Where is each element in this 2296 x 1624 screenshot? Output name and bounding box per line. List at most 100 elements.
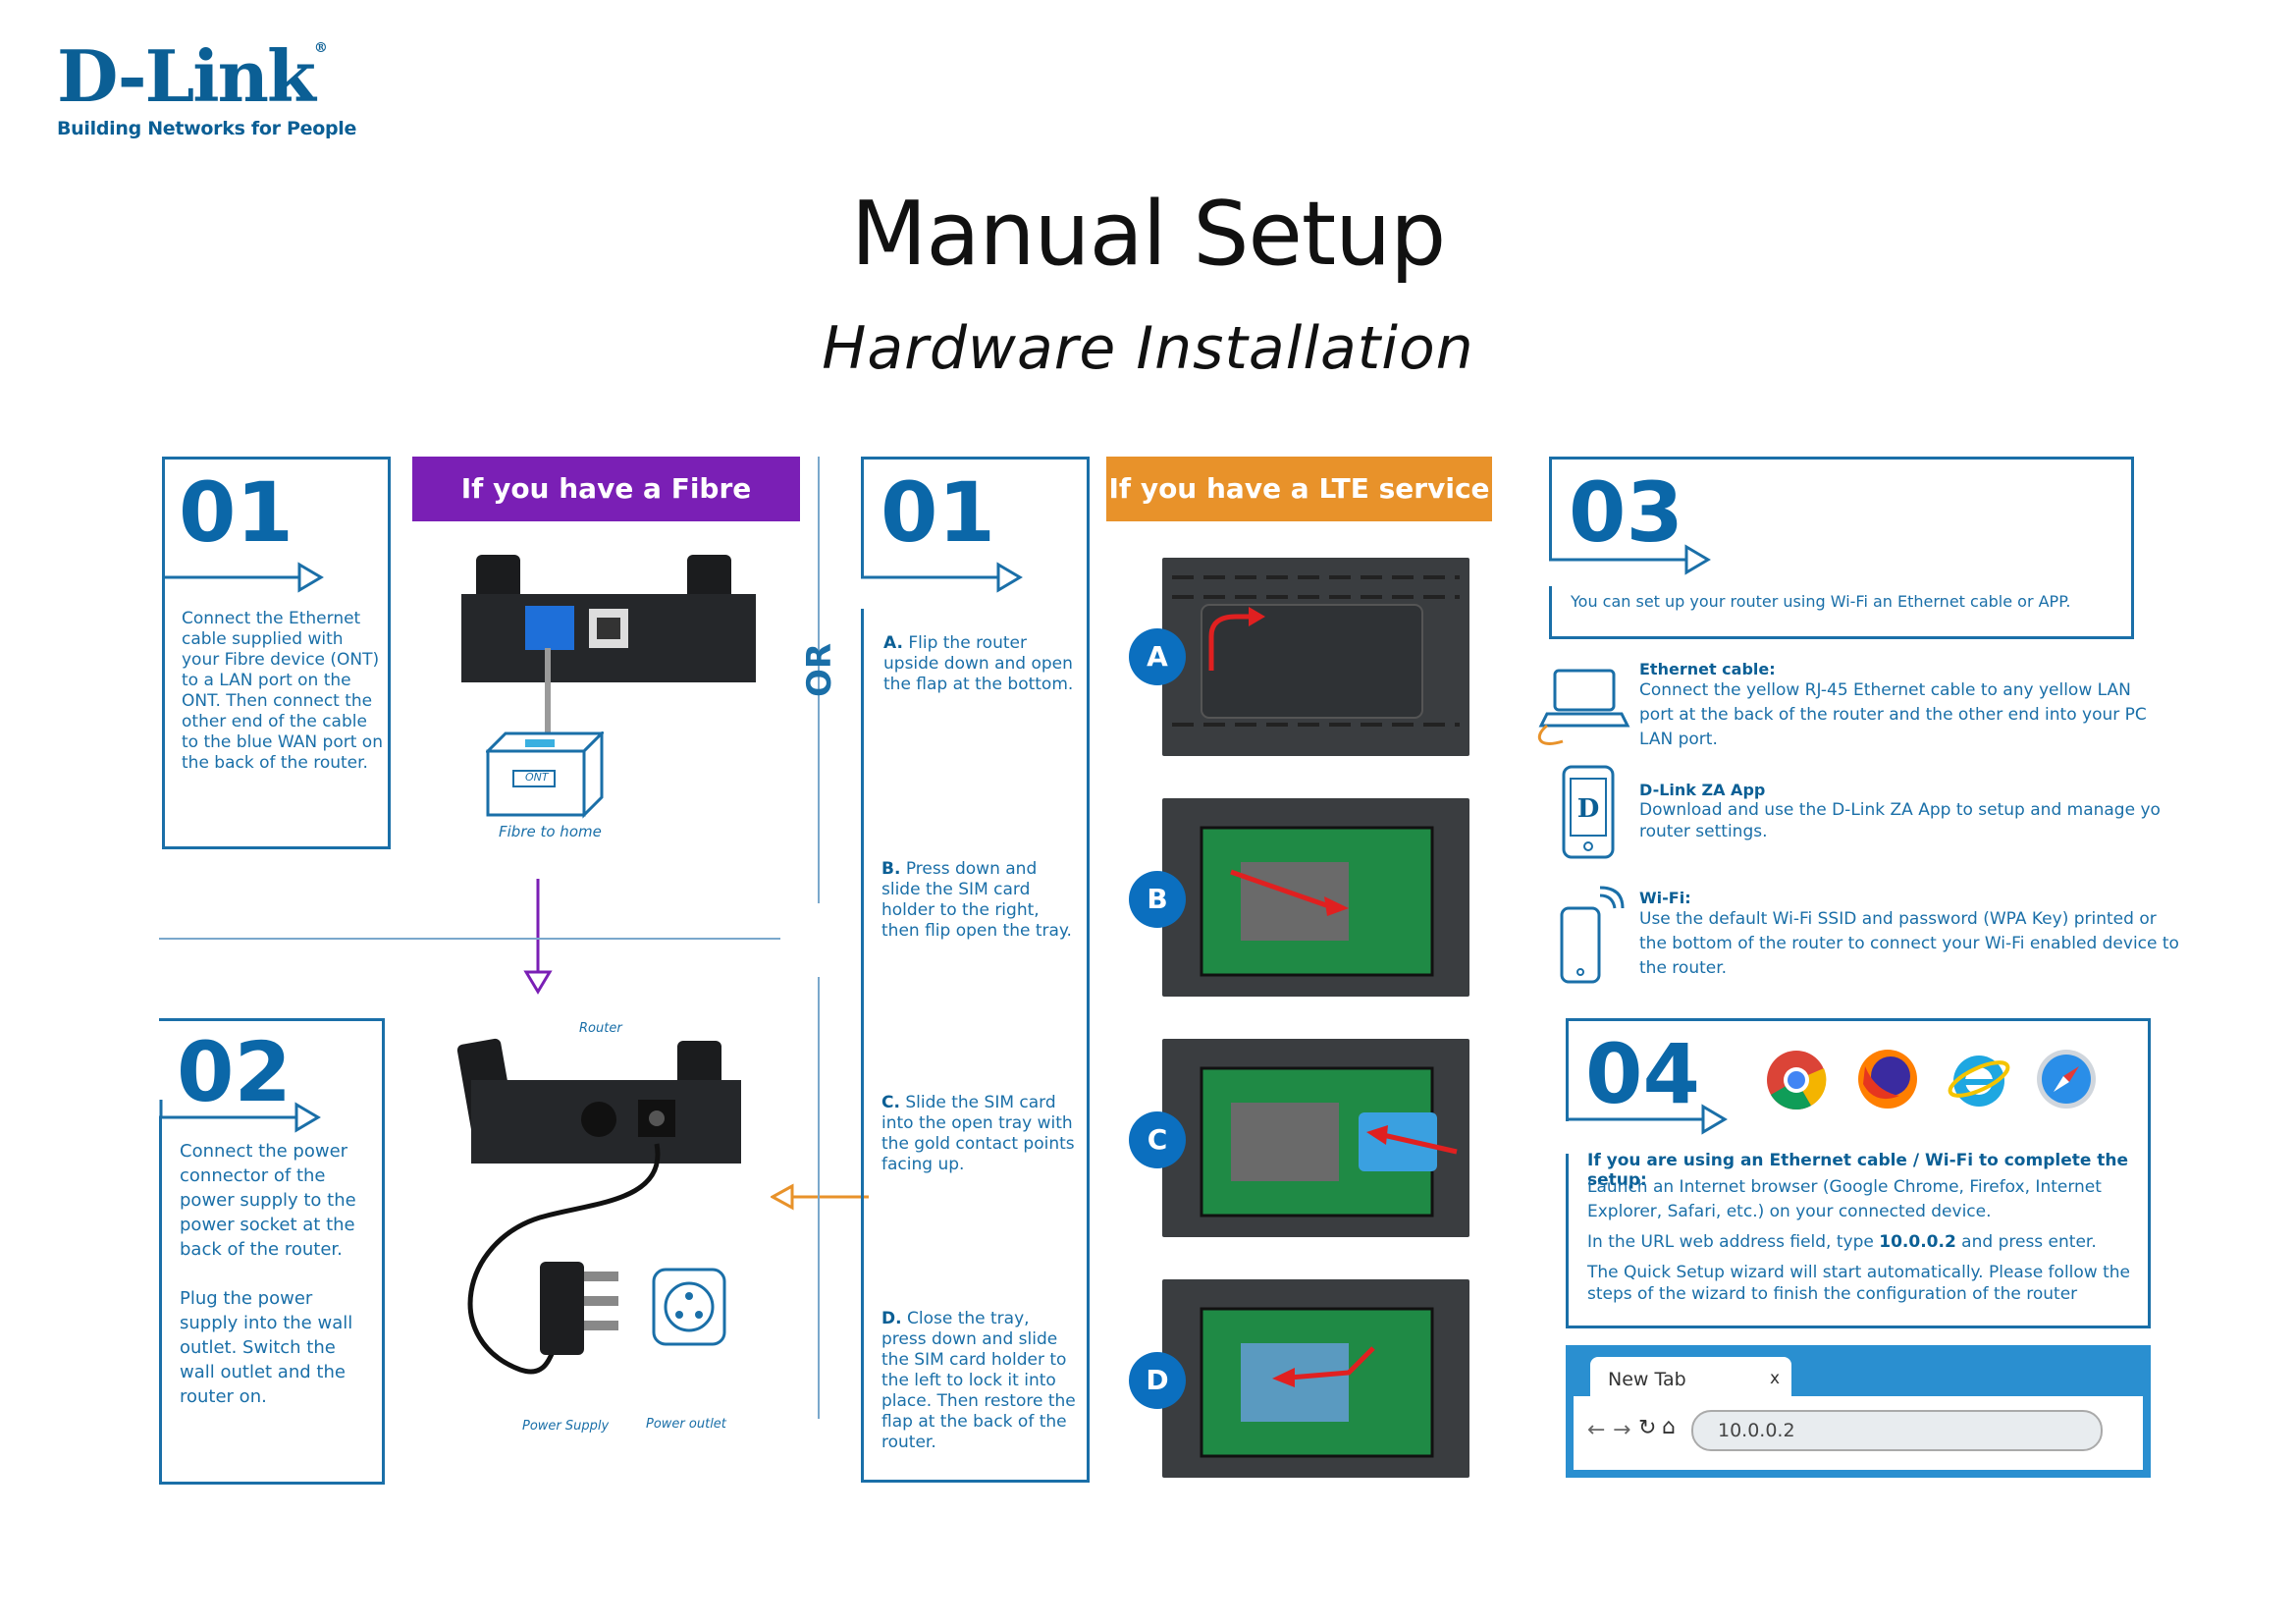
step4-p2-pre: In the URL web address field, type [1587, 1232, 1880, 1252]
fibre-step1-number: 01 [179, 464, 294, 561]
step3-top-border [1549, 457, 2134, 460]
step4-top-border [1566, 1018, 2151, 1021]
tab-close-icon[interactable]: x [1770, 1369, 1781, 1388]
browser-tab-label: New Tab [1608, 1369, 1686, 1390]
step-arrow-icon [162, 560, 324, 593]
ethernet-text: Connect the yellow RJ-45 Ethernet cable … [1639, 680, 2147, 749]
lte-step-a-letter: A. [883, 633, 903, 653]
lte-step-d: D. Close the tray, press down and slide … [881, 1309, 1078, 1453]
step-b-badge: B [1129, 871, 1186, 928]
lte-step-c-text: Slide the SIM card into the open tray wi… [881, 1093, 1075, 1174]
ont-device-icon [486, 731, 604, 819]
step4-bottom-border [1566, 1326, 2151, 1328]
router-ports-photo [461, 555, 756, 682]
app-title: D-Link ZA App [1639, 781, 1766, 799]
fibre-step2-left-border [159, 1117, 162, 1485]
down-arrow-icon [523, 879, 553, 995]
app-item: D-Link ZA App Download and use the D-Lin… [1639, 781, 2189, 842]
lte-step-c: C. Slide the SIM card into the open tray… [881, 1093, 1083, 1175]
internet-explorer-icon [1948, 1056, 2010, 1107]
back-icon[interactable]: ← [1587, 1418, 1606, 1442]
step-c-badge: C [1129, 1111, 1186, 1168]
browser-tab[interactable]: New Tab x [1590, 1357, 1791, 1398]
photo-d-close-tray [1162, 1279, 1469, 1478]
step4-p2-post: and press enter. [1955, 1232, 2097, 1252]
ethernet-item: Ethernet cable: Connect the yellow RJ-45… [1639, 660, 2169, 752]
lte-step-b-text: Press down and slide the SIM card holder… [881, 859, 1072, 941]
chrome-icon [1767, 1051, 1827, 1110]
step-arrow-icon [861, 562, 1023, 593]
wifi-title: Wi-Fi: [1639, 889, 1691, 907]
step4-left-border [1566, 1018, 1569, 1121]
ont-label: ONT [525, 771, 549, 784]
fibre-step2-text-a: Connect the power connector of the power… [180, 1141, 356, 1260]
step4-left-border-bottom [1566, 1154, 1569, 1328]
or-divider-top [818, 457, 820, 903]
lte-box-left-border-top [861, 457, 864, 576]
lte-step-number: 01 [881, 464, 995, 561]
wifi-text: Use the default Wi-Fi SSID and password … [1639, 909, 2179, 978]
photo-c-sim-insert [1162, 1039, 1469, 1237]
step4-url-highlight: 10.0.0.2 [1879, 1232, 1956, 1252]
safari-icon [2037, 1050, 2096, 1109]
step-a-badge: A [1129, 628, 1186, 685]
firefox-icon [1858, 1050, 1917, 1109]
logo-tagline: Building Networks for People [57, 118, 357, 139]
step3-intro: You can set up your router using Wi-Fi a… [1571, 592, 2071, 611]
step-arrow-icon [159, 1100, 321, 1133]
fibre-step1-box [162, 457, 391, 849]
router-power-photo [456, 1038, 741, 1375]
ethernet-title: Ethernet cable: [1639, 660, 1776, 678]
lte-step-a: A. Flip the router upside down and open … [883, 633, 1080, 695]
fibre-step1-top-border [162, 457, 391, 460]
url-text: 10.0.0.2 [1718, 1420, 1795, 1441]
photo-b-sim-holder [1162, 798, 1469, 997]
step-arrow-icon [1549, 544, 1711, 575]
step4-p2: In the URL web address field, type 10.0.… [1587, 1232, 2142, 1253]
photo-a-flap [1162, 558, 1469, 756]
reload-icon[interactable]: ↻ [1638, 1416, 1657, 1440]
lte-box-bottom-border [861, 1480, 1090, 1483]
fibre-service-banner: If you have a Fibre service [412, 457, 800, 569]
lte-step-b-letter: B. [881, 859, 901, 879]
fibre-step2-number: 02 [177, 1024, 292, 1120]
step3-left-border [1549, 457, 1552, 560]
step4-right-border [2148, 1018, 2151, 1328]
dlink-app-phone-icon: D [1562, 765, 1615, 859]
lte-step-d-text: Close the tray, press down and slide the… [881, 1309, 1076, 1452]
logo-wordmark: D-Link [57, 34, 316, 118]
lte-step-b: B. Press down and slide the SIM card hol… [881, 859, 1078, 942]
step4-p1: Launch an Internet browser (Google Chrom… [1587, 1177, 2102, 1221]
lte-step-c-letter: C. [881, 1093, 900, 1112]
lte-step-d-letter: D. [881, 1309, 902, 1328]
dlink-logo: D-Link® Building Networks for People [57, 40, 357, 140]
fibre-step2-text-b: Plug the power supply into the wall outl… [180, 1288, 353, 1407]
home-icon[interactable]: ⌂ [1662, 1415, 1676, 1439]
power-supply-caption: Power Supply [522, 1419, 610, 1434]
browser-toolbar: ← → ↻ ⌂ 10.0.0.2 [1574, 1396, 2143, 1470]
power-outlet-icon [652, 1268, 726, 1346]
step4-number: 04 [1585, 1026, 1700, 1122]
registered-mark: ® [313, 40, 328, 56]
ethernet-cable [545, 648, 551, 746]
wifi-phone-icon [1560, 886, 1625, 984]
or-label: OR [800, 642, 839, 697]
step3-box [1549, 457, 2134, 639]
page-title: Manual Setup [850, 183, 1447, 286]
fibre-step2-right-border [382, 1018, 385, 1485]
or-divider-bottom [818, 977, 820, 1419]
lte-box-right-border [1087, 457, 1090, 1483]
step-arrow-icon [1566, 1104, 1728, 1135]
fibre-step2-top-border [159, 1018, 385, 1021]
section-divider [159, 938, 780, 940]
fibre-step2-bottom-border [159, 1482, 385, 1485]
left-arrow-icon [771, 1183, 869, 1211]
step3-left-border-bottom [1549, 586, 1552, 639]
lte-service-banner: If you have a LTE service [1106, 457, 1492, 521]
step3-number: 03 [1569, 464, 1683, 561]
page-subtitle: Hardware Installation [822, 314, 1474, 383]
wifi-item: Wi-Fi: Use the default Wi-Fi SSID and pa… [1639, 889, 2189, 981]
power-outlet-caption: Power outlet [646, 1417, 726, 1432]
url-bar[interactable]: 10.0.0.2 [1691, 1410, 2103, 1451]
forward-icon[interactable]: → [1613, 1418, 1631, 1442]
